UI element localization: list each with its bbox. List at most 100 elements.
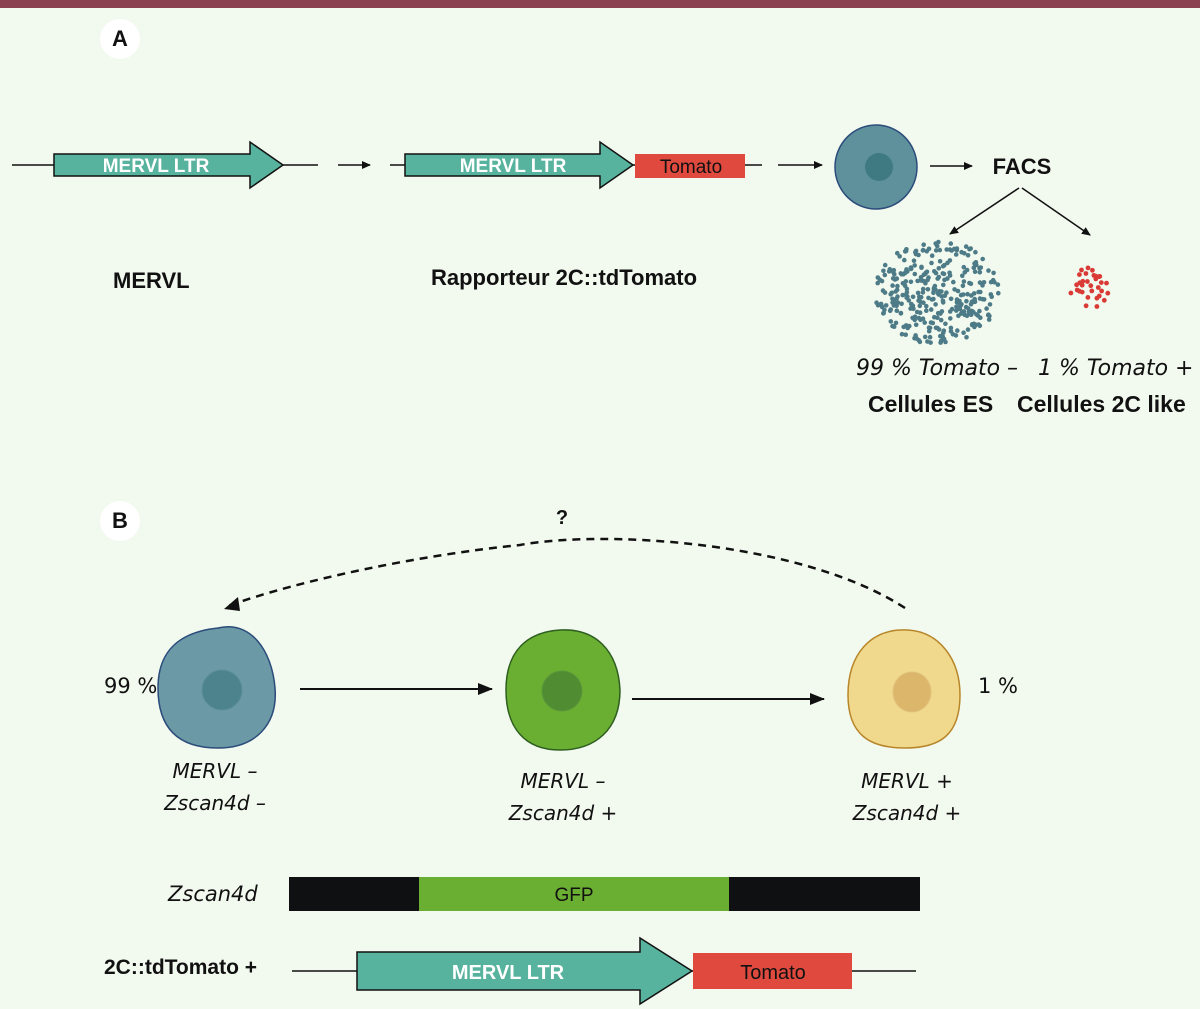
cell-dot — [1079, 267, 1084, 273]
cell-dot — [910, 315, 915, 321]
panel-b-badge: B — [100, 501, 140, 541]
cell-dot — [995, 282, 1001, 287]
cell-dot — [1083, 303, 1089, 309]
cell-dot — [980, 256, 985, 262]
cell-dot — [920, 248, 926, 253]
cell-dot — [935, 325, 940, 331]
cell-dot — [899, 301, 904, 307]
2c-population-name: Cellules 2C like — [1017, 391, 1186, 417]
cell-dot — [894, 296, 899, 301]
cell-dot — [899, 331, 905, 337]
mervl-ltr-label: MERVL LTR — [460, 156, 567, 177]
cell-dot — [952, 287, 957, 292]
cell-dot — [929, 297, 935, 302]
cell-dot — [909, 301, 914, 307]
cell-dot — [926, 275, 931, 280]
cell-dot — [882, 262, 888, 268]
percent-1-label: 1 % — [978, 674, 1018, 698]
cell-dot — [1085, 265, 1091, 271]
cell-dot — [948, 241, 954, 246]
cell-dot — [937, 259, 943, 264]
cell3-markers: MERVL + Zscan4d + — [832, 765, 982, 829]
cell-dot — [944, 290, 949, 296]
cell-dot — [924, 303, 929, 309]
cell-dot — [882, 272, 888, 278]
cell-dot — [947, 270, 952, 276]
cell-dot — [917, 339, 923, 345]
cell-dot — [941, 328, 947, 334]
cell-dot — [963, 244, 969, 249]
cell-dot — [1105, 290, 1111, 296]
cell-dot — [941, 282, 946, 288]
cell-dot — [900, 292, 905, 298]
cell-dot — [890, 283, 895, 288]
cell-dot — [960, 273, 965, 279]
cell-dot — [888, 319, 894, 324]
cell-dot — [953, 252, 959, 257]
cell-dot — [932, 269, 937, 274]
cell-dot — [891, 269, 896, 275]
cell-dot — [988, 279, 994, 285]
cell-dot — [949, 248, 954, 253]
cell-dot — [895, 300, 901, 305]
cell-dot — [965, 306, 971, 311]
cell-dot — [903, 332, 908, 338]
cell-dot — [908, 279, 914, 285]
cell-dot — [953, 333, 959, 338]
cell-dot — [890, 296, 895, 302]
cell-dot — [895, 250, 900, 256]
cell-dot — [939, 289, 944, 294]
es-percent-label: 99 % Tomato – — [856, 356, 1019, 381]
cell-dot — [927, 325, 933, 331]
cell-dot — [989, 294, 994, 300]
zscan4d-construct-label: Zscan4d — [168, 882, 258, 906]
cell-dot — [933, 241, 938, 246]
cell-dot — [948, 316, 953, 321]
cell-dot — [915, 290, 921, 296]
reporter-caption: Rapporteur 2C::tdTomato — [431, 265, 698, 290]
cell-dot — [1090, 267, 1095, 273]
cell-dot — [894, 308, 900, 314]
cell-dot — [1074, 282, 1079, 288]
cell-dot — [902, 257, 907, 263]
cell-dot — [961, 292, 966, 297]
cell-dot — [904, 267, 909, 272]
cell-dot — [904, 286, 910, 292]
cell-dot — [920, 316, 926, 322]
cell-dot — [881, 268, 886, 274]
cell-dot — [889, 290, 895, 296]
cell-dot — [984, 306, 989, 311]
cell-dot — [973, 249, 978, 255]
cell-dot — [1083, 271, 1089, 276]
cell-dot — [935, 315, 940, 321]
cell-dot — [1104, 280, 1109, 286]
zscan4d-gfp-construct: GFP — [289, 877, 920, 911]
cell-dot — [916, 315, 922, 321]
cell-dot — [948, 296, 954, 302]
tomato-label: Tomato — [740, 962, 806, 984]
arrow-icon — [1021, 187, 1091, 236]
es-cell-icon — [834, 124, 918, 210]
cell-dot — [902, 249, 908, 254]
cell-dot — [965, 291, 970, 297]
panel-a-badge: A — [100, 19, 140, 59]
cell-dot — [986, 312, 991, 318]
cell-dot — [960, 283, 966, 289]
cell-dot — [920, 286, 926, 292]
cell-dot — [939, 294, 944, 299]
cell-dot — [912, 271, 918, 277]
gfp-label: GFP — [554, 885, 593, 906]
cell-dot — [987, 302, 993, 307]
cell-dot — [1085, 295, 1091, 300]
cell-dot — [1094, 304, 1100, 309]
cell-dot — [895, 283, 900, 289]
cell-dot — [894, 287, 900, 293]
cell-dot — [908, 265, 914, 270]
cell-dot — [904, 295, 909, 301]
facs-label: FACS — [993, 154, 1052, 179]
cell-dot — [886, 269, 892, 274]
cell-dot — [878, 301, 884, 307]
cell-dot — [981, 280, 987, 285]
cell-dot — [962, 251, 967, 256]
